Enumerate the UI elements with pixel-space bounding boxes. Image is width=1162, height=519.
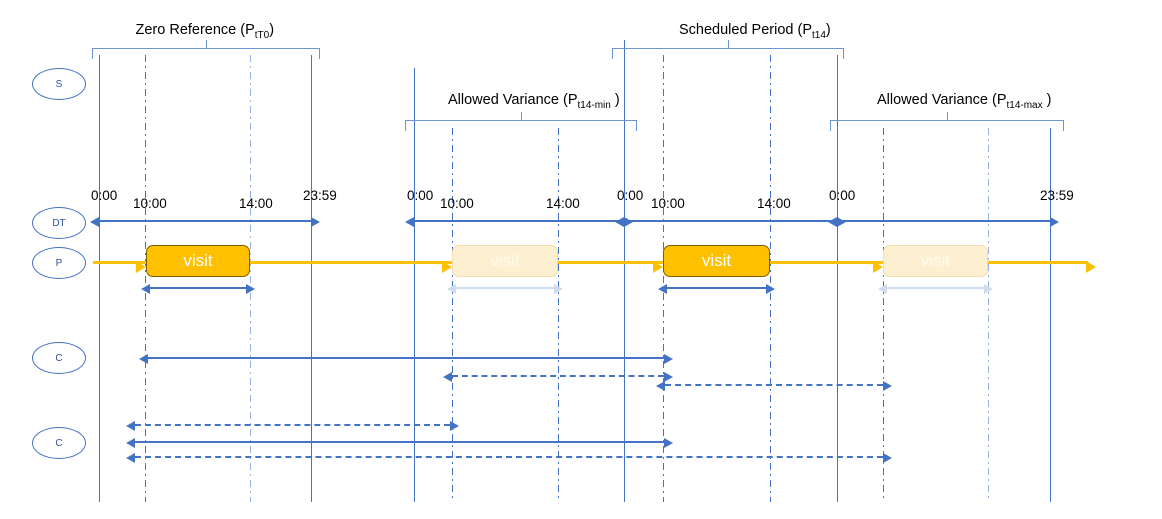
time-tick-label: 0:00 [407, 188, 434, 203]
c1-arrow-solid-head-right [664, 354, 673, 364]
time-tick-label: 14:00 [757, 196, 791, 211]
p-lane-arrowhead [442, 261, 452, 273]
zero-reference-label: Zero Reference (PtT0) [135, 22, 275, 41]
c2-arrow-dashed-2-head-right [883, 453, 892, 463]
actor-c1: C [32, 342, 86, 374]
time-tick-label: 0:00 [617, 188, 644, 203]
allowed-variance-max-label: Allowed Variance (Pt14-max ) [877, 92, 1052, 111]
scheduled-period-label: Scheduled Period (Pt14) [679, 22, 831, 41]
visit-duration-4-head-right [984, 284, 993, 294]
visit-box-2[interactable]: visit [452, 245, 558, 277]
day-axis-3-head-left [615, 217, 624, 227]
time-tick-label: 10:00 [440, 196, 474, 211]
actor-s: S [32, 68, 86, 100]
grid-day4-1000 [883, 128, 885, 502]
p-lane-arrowhead [1086, 261, 1096, 273]
day-axis-1 [90, 217, 320, 227]
visit-duration-3 [658, 284, 775, 294]
day-axis-3 [615, 217, 846, 227]
c2-arrow-solid-head-right [664, 438, 673, 448]
c1-arrow-dashed-1 [443, 372, 673, 382]
c1-arrow-solid [139, 354, 673, 364]
time-tick-label: 0:00 [829, 188, 856, 203]
grid-day2-1000 [452, 128, 454, 502]
visit-duration-4-head-left [878, 284, 887, 294]
grid-day4-1400 [988, 128, 990, 502]
grid-day1-1400 [250, 55, 252, 502]
actor-dt: DT [32, 207, 86, 239]
day-axis-4-head-left [828, 217, 837, 227]
grid-day1-start [99, 55, 100, 502]
day-axis-4-head-right [1050, 217, 1059, 227]
c1-arrow-dashed-2-head-right [883, 381, 892, 391]
day-axis-2 [405, 217, 633, 227]
grid-day4-end [1050, 128, 1051, 502]
c2-arrow-dashed-2-head-left [126, 453, 135, 463]
visit-duration-1-head-left [141, 284, 150, 294]
allowed-variance-min-bracket [405, 112, 637, 131]
allowed-variance-max-stem [947, 112, 948, 121]
day-axis-1-head-right [311, 217, 320, 227]
c1-arrow-solid-head-left [139, 354, 148, 364]
time-tick-label: 10:00 [651, 196, 685, 211]
time-tick-label: 23:59 [303, 188, 337, 203]
allowed-variance-min-label: Allowed Variance (Pt14-min ) [448, 92, 620, 111]
c1-arrow-dashed-1-head-right [664, 372, 673, 382]
c2-arrow-solid-head-left [126, 438, 135, 448]
day-axis-2-head-right [624, 217, 633, 227]
p-lifeline [93, 261, 1088, 264]
c1-arrow-dashed-1-head-left [443, 372, 452, 382]
p-lane-arrowhead [653, 261, 663, 273]
grid-day3-1000 [663, 55, 665, 502]
visit-duration-1 [141, 284, 255, 294]
grid-day4-start [837, 55, 838, 502]
grid-day1-end [311, 55, 312, 502]
time-tick-label: 23:59 [1040, 188, 1074, 203]
scheduled-period-stem [728, 40, 729, 49]
visit-box-1[interactable]: visit [146, 245, 250, 277]
allowed-variance-max-bracket [830, 112, 1064, 131]
zero-reference-bracket [92, 40, 320, 59]
visit-duration-2-head-left [447, 284, 456, 294]
visit-duration-2 [447, 284, 563, 294]
visit-duration-2-head-right [554, 284, 563, 294]
visit-duration-1-head-right [246, 284, 255, 294]
c2-arrow-dashed-2 [126, 453, 892, 463]
time-tick-label: 10:00 [133, 196, 167, 211]
c2-arrow-dashed-1-head-right [450, 421, 459, 431]
c2-arrow-dashed-1 [126, 421, 459, 431]
grid-day3-1400 [770, 55, 772, 502]
time-tick-label: 14:00 [239, 196, 273, 211]
scheduled-period-bracket [612, 40, 844, 59]
time-tick-label: 14:00 [546, 196, 580, 211]
time-tick-label: 0:00 [91, 188, 118, 203]
visit-box-4[interactable]: visit [883, 245, 988, 277]
c2-arrow-dashed-1-head-left [126, 421, 135, 431]
grid-day3-start [624, 40, 625, 502]
visit-duration-3-head-left [658, 284, 667, 294]
day-axis-3-head-right [837, 217, 846, 227]
grid-day1-1000 [145, 55, 147, 502]
day-axis-2-head-left [405, 217, 414, 227]
p-lane-arrowhead [873, 261, 883, 273]
zero-reference-stem [206, 40, 207, 49]
day-axis-4 [828, 217, 1059, 227]
allowed-variance-min-stem [521, 112, 522, 121]
c1-arrow-dashed-2-head-left [656, 381, 665, 391]
grid-day2-start [414, 68, 415, 502]
c1-arrow-dashed-2 [656, 381, 892, 391]
visit-duration-4 [878, 284, 993, 294]
visit-duration-3-head-right [766, 284, 775, 294]
actor-c2: C [32, 427, 86, 459]
day-axis-1-head-left [90, 217, 99, 227]
p-lane-arrowhead [136, 261, 146, 273]
c2-arrow-solid [126, 438, 673, 448]
visit-box-3[interactable]: visit [663, 245, 770, 277]
actor-p: P [32, 247, 86, 279]
grid-day2-1400 [558, 128, 560, 502]
